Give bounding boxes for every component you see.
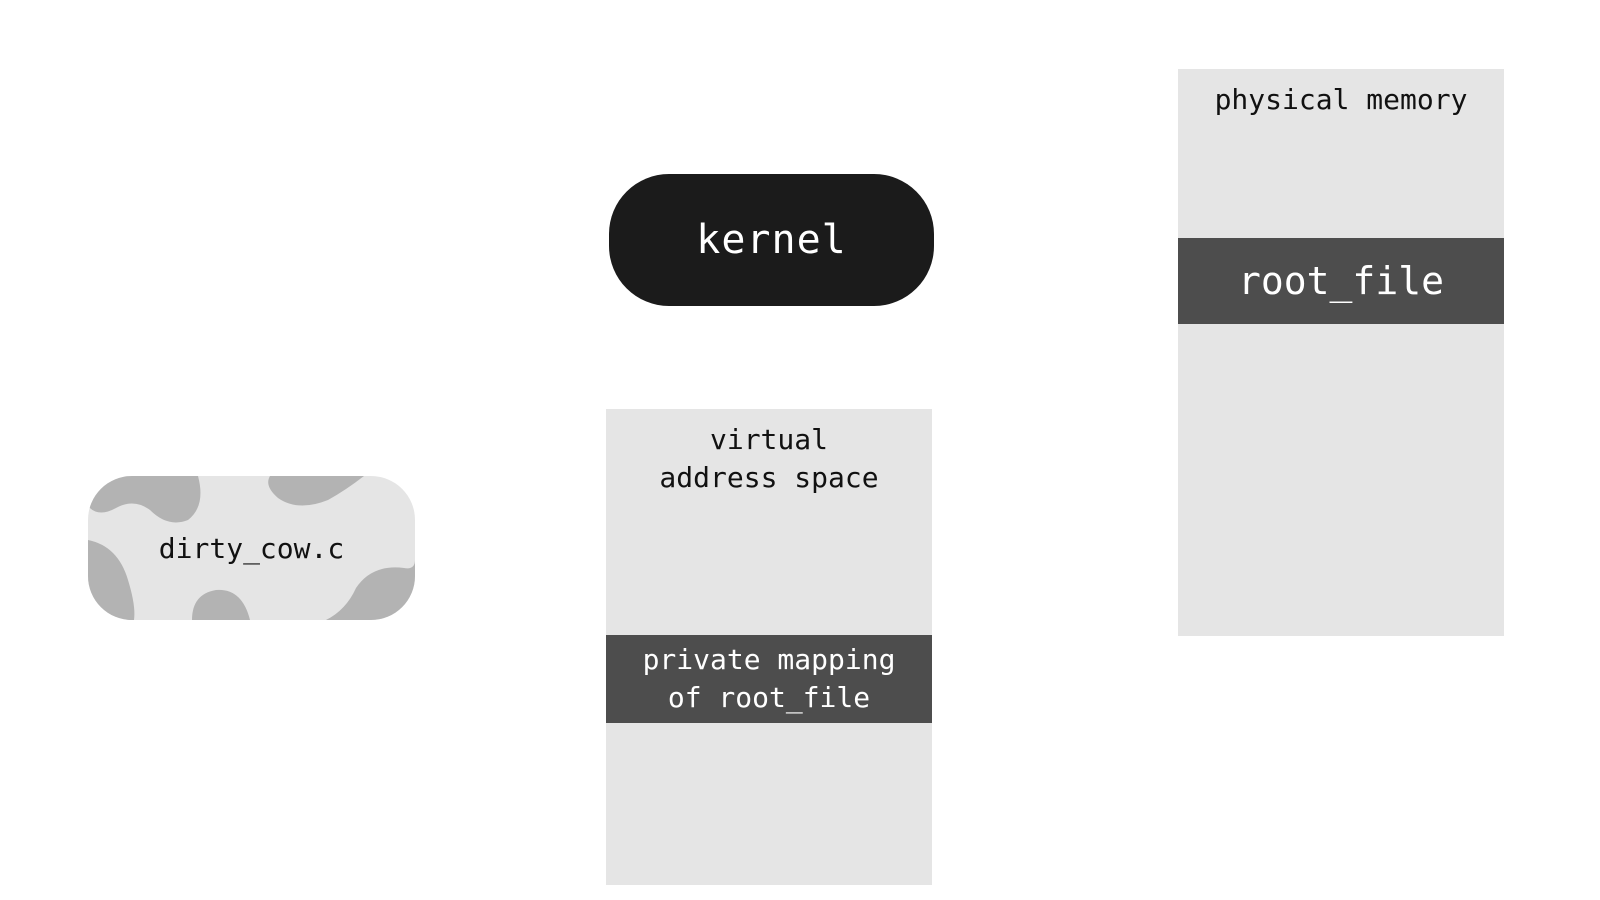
root-file-region: root_file	[1178, 238, 1504, 324]
vas-title-line1: virtual	[709, 423, 828, 456]
mapping-line2: of root_file	[667, 681, 871, 714]
dirty-cow-process: dirty_cow.c	[88, 476, 415, 620]
physical-memory-title: physical memory	[1214, 83, 1468, 116]
mapping-line1: private mapping	[642, 643, 896, 676]
vas-title-line2: address space	[659, 461, 879, 494]
physical-memory-box: physical memory root_file	[1178, 69, 1504, 636]
kernel-node: kernel	[609, 174, 934, 306]
dirty-cow-label: dirty_cow.c	[158, 531, 345, 565]
private-mapping-region: private mapping of root_file	[606, 635, 932, 723]
virtual-address-space-title: virtual address space	[606, 421, 932, 497]
kernel-label: kernel	[696, 217, 847, 263]
virtual-address-space-box: virtual address space private mapping of…	[606, 409, 932, 885]
cow-spots-pattern	[88, 476, 415, 620]
